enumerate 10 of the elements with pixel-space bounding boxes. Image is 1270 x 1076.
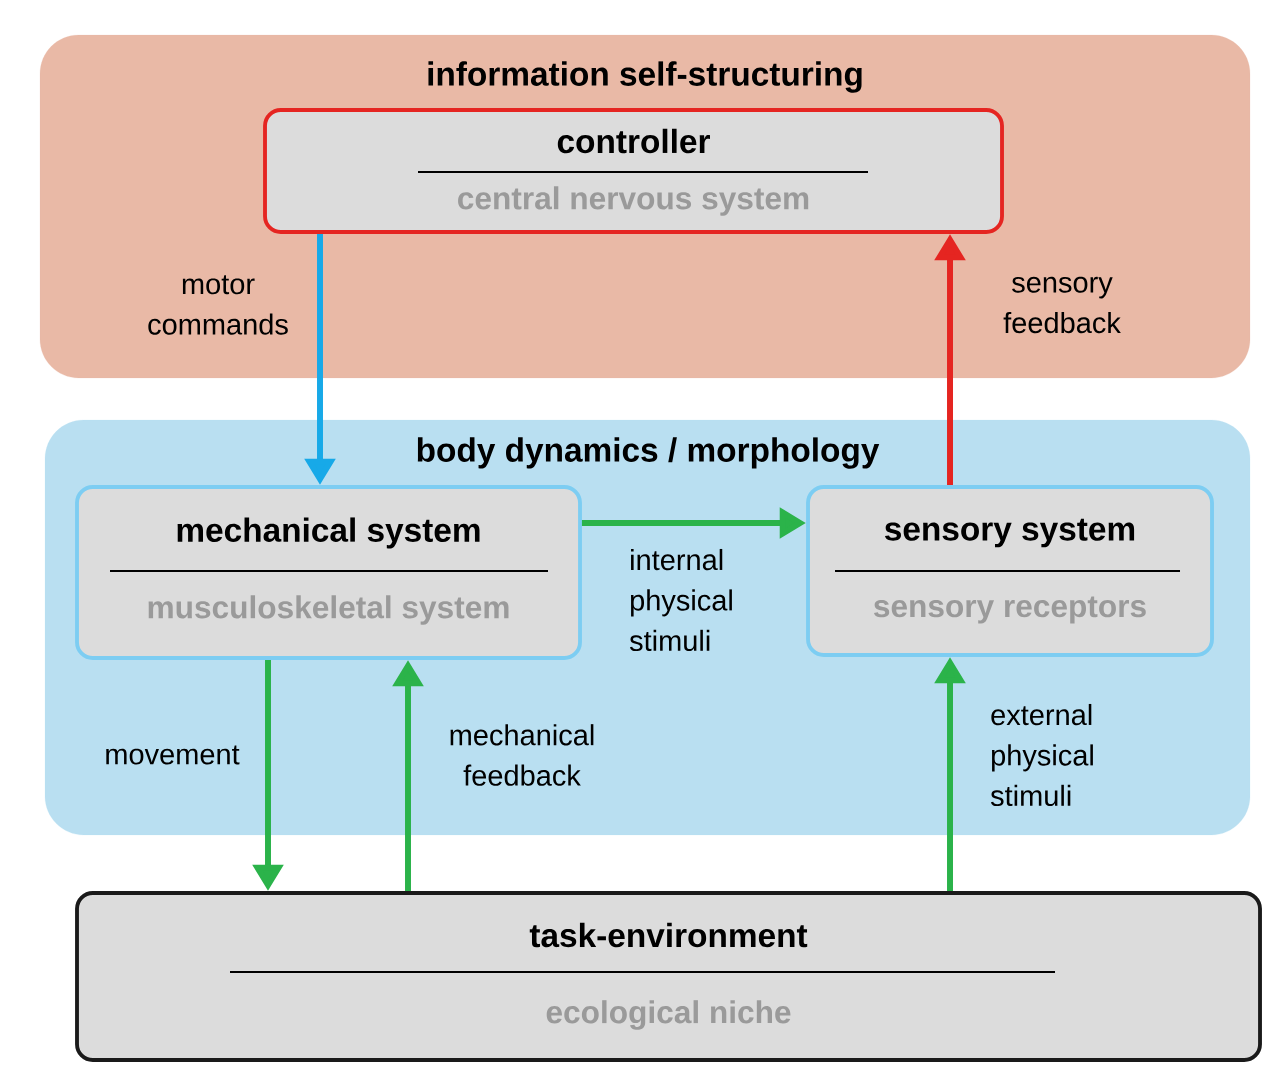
edge-label: mechanical feedback bbox=[450, 724, 594, 786]
process-box: task-environment ecological niche bbox=[75, 891, 1262, 1062]
process-box: sensory system sensory receptors bbox=[806, 485, 1214, 657]
process-box: controller central nervous system bbox=[263, 108, 1004, 234]
edge-label: internal physical stimuli bbox=[629, 548, 732, 652]
edge-label: motor commands bbox=[148, 275, 288, 335]
edge-label: sensory feedback bbox=[1003, 276, 1121, 334]
edge-label: external physical stimuli bbox=[990, 703, 1093, 807]
process-box: mechanical system musculoskeletal system bbox=[75, 485, 582, 660]
edge-label: movement bbox=[106, 745, 240, 765]
